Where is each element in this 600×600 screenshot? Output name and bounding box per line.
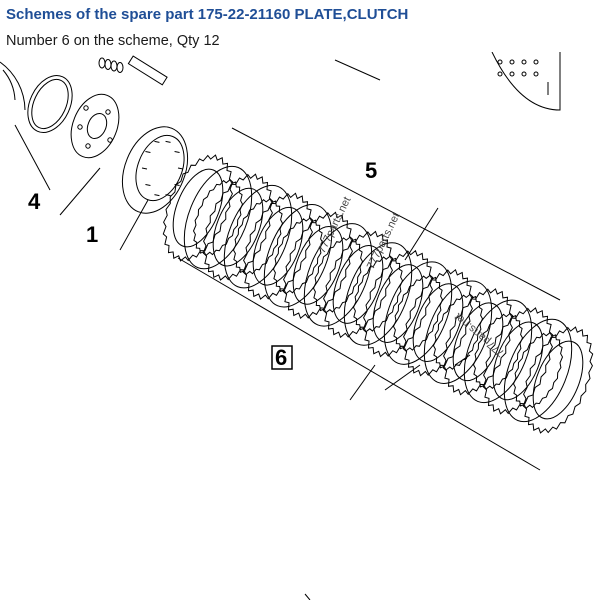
hub-spline bbox=[174, 151, 180, 154]
snap-ring-part-4 bbox=[27, 75, 73, 133]
clutch-plate bbox=[522, 326, 594, 434]
clutch-plate-bore bbox=[492, 321, 544, 401]
clutch-plate bbox=[282, 211, 354, 320]
hub-spline bbox=[145, 151, 151, 154]
drum-edge bbox=[491, 52, 561, 111]
hub-spline bbox=[165, 194, 171, 197]
spring-coil bbox=[116, 62, 124, 73]
clutch-plate-bore bbox=[452, 302, 504, 382]
bolt-hole bbox=[83, 105, 89, 111]
hub-spline bbox=[145, 183, 151, 186]
drum-hole bbox=[497, 59, 503, 65]
retainer-bore bbox=[86, 112, 108, 140]
friction-disc bbox=[263, 204, 333, 308]
drum-hole bbox=[497, 71, 503, 77]
callout-1: 1 bbox=[86, 222, 98, 247]
clutch-plate-bore bbox=[292, 226, 344, 305]
clutch-plate-bore bbox=[332, 245, 384, 324]
friction-disc bbox=[183, 165, 253, 270]
friction-disc bbox=[503, 318, 573, 423]
bolt-hole bbox=[105, 109, 111, 115]
clutch-plate bbox=[402, 268, 474, 377]
friction-disc bbox=[463, 299, 533, 404]
drum-hole bbox=[509, 71, 515, 77]
stack-outline-upper bbox=[231, 127, 561, 301]
stack-outline-lower bbox=[177, 257, 541, 471]
drum-hole bbox=[533, 59, 539, 65]
callout-6-box bbox=[271, 345, 293, 370]
watermark-1: 777parts.net bbox=[316, 195, 354, 255]
hub-spline bbox=[154, 140, 160, 143]
stray-mark bbox=[304, 593, 311, 600]
hub-spline bbox=[154, 194, 160, 197]
exploded-clutch-diagram: 4 1 5 6 777parts.net 777parts.net 777par… bbox=[0, 52, 594, 600]
leader-lines bbox=[14, 59, 471, 401]
snap-ring-inner bbox=[31, 78, 69, 130]
drum-hole bbox=[521, 71, 527, 77]
drum-hole bbox=[509, 59, 515, 65]
bolt-hole bbox=[107, 137, 113, 143]
callout-4: 4 bbox=[28, 189, 41, 214]
clutch-plate-bore bbox=[172, 168, 224, 248]
callout-6: 6 bbox=[275, 345, 287, 370]
clutch-plate bbox=[362, 249, 434, 358]
clutch-plate bbox=[202, 173, 274, 281]
spring-coil bbox=[104, 59, 112, 70]
clutch-plate-bore bbox=[412, 283, 464, 362]
clutch-plate-bore bbox=[372, 264, 424, 343]
friction-disc bbox=[383, 261, 453, 365]
hub-spline bbox=[141, 167, 148, 170]
clutch-plate bbox=[162, 154, 234, 262]
hub-inner bbox=[135, 134, 185, 202]
callout-5: 5 bbox=[365, 158, 377, 183]
friction-disc bbox=[303, 223, 373, 327]
clutch-plate-bore bbox=[532, 340, 584, 420]
spring-coil bbox=[110, 60, 118, 72]
clutch-plate bbox=[442, 288, 514, 396]
housing-edge bbox=[0, 61, 26, 111]
hub-spline bbox=[165, 140, 171, 143]
friction-disc bbox=[423, 280, 493, 384]
drum-hole bbox=[521, 59, 527, 65]
clutch-plate bbox=[242, 192, 314, 300]
retainer-plate bbox=[70, 93, 120, 159]
part-position-info: Number 6 on the scheme, Qty 12 bbox=[6, 33, 220, 49]
clutch-plate bbox=[482, 307, 554, 415]
hub-spline bbox=[174, 183, 180, 186]
housing-edge-inner bbox=[2, 69, 16, 101]
page-title: Schemes of the spare part 175-22-21160 P… bbox=[6, 6, 409, 23]
hub-part-1 bbox=[121, 126, 189, 214]
spring-coil bbox=[98, 57, 106, 69]
bolt-hole bbox=[85, 143, 91, 149]
clutch-plate-bore bbox=[252, 206, 304, 286]
clutch-plate bbox=[322, 230, 394, 339]
clutch-parts bbox=[0, 52, 594, 600]
pin bbox=[127, 55, 168, 86]
clutch-plate-bore bbox=[212, 187, 264, 267]
hub-spline bbox=[177, 167, 184, 170]
drum-hole bbox=[533, 71, 539, 77]
bolt-hole bbox=[77, 124, 83, 130]
friction-disc bbox=[223, 184, 293, 289]
watermark-3: 777parts.net bbox=[452, 310, 507, 359]
friction-disc bbox=[343, 242, 413, 346]
